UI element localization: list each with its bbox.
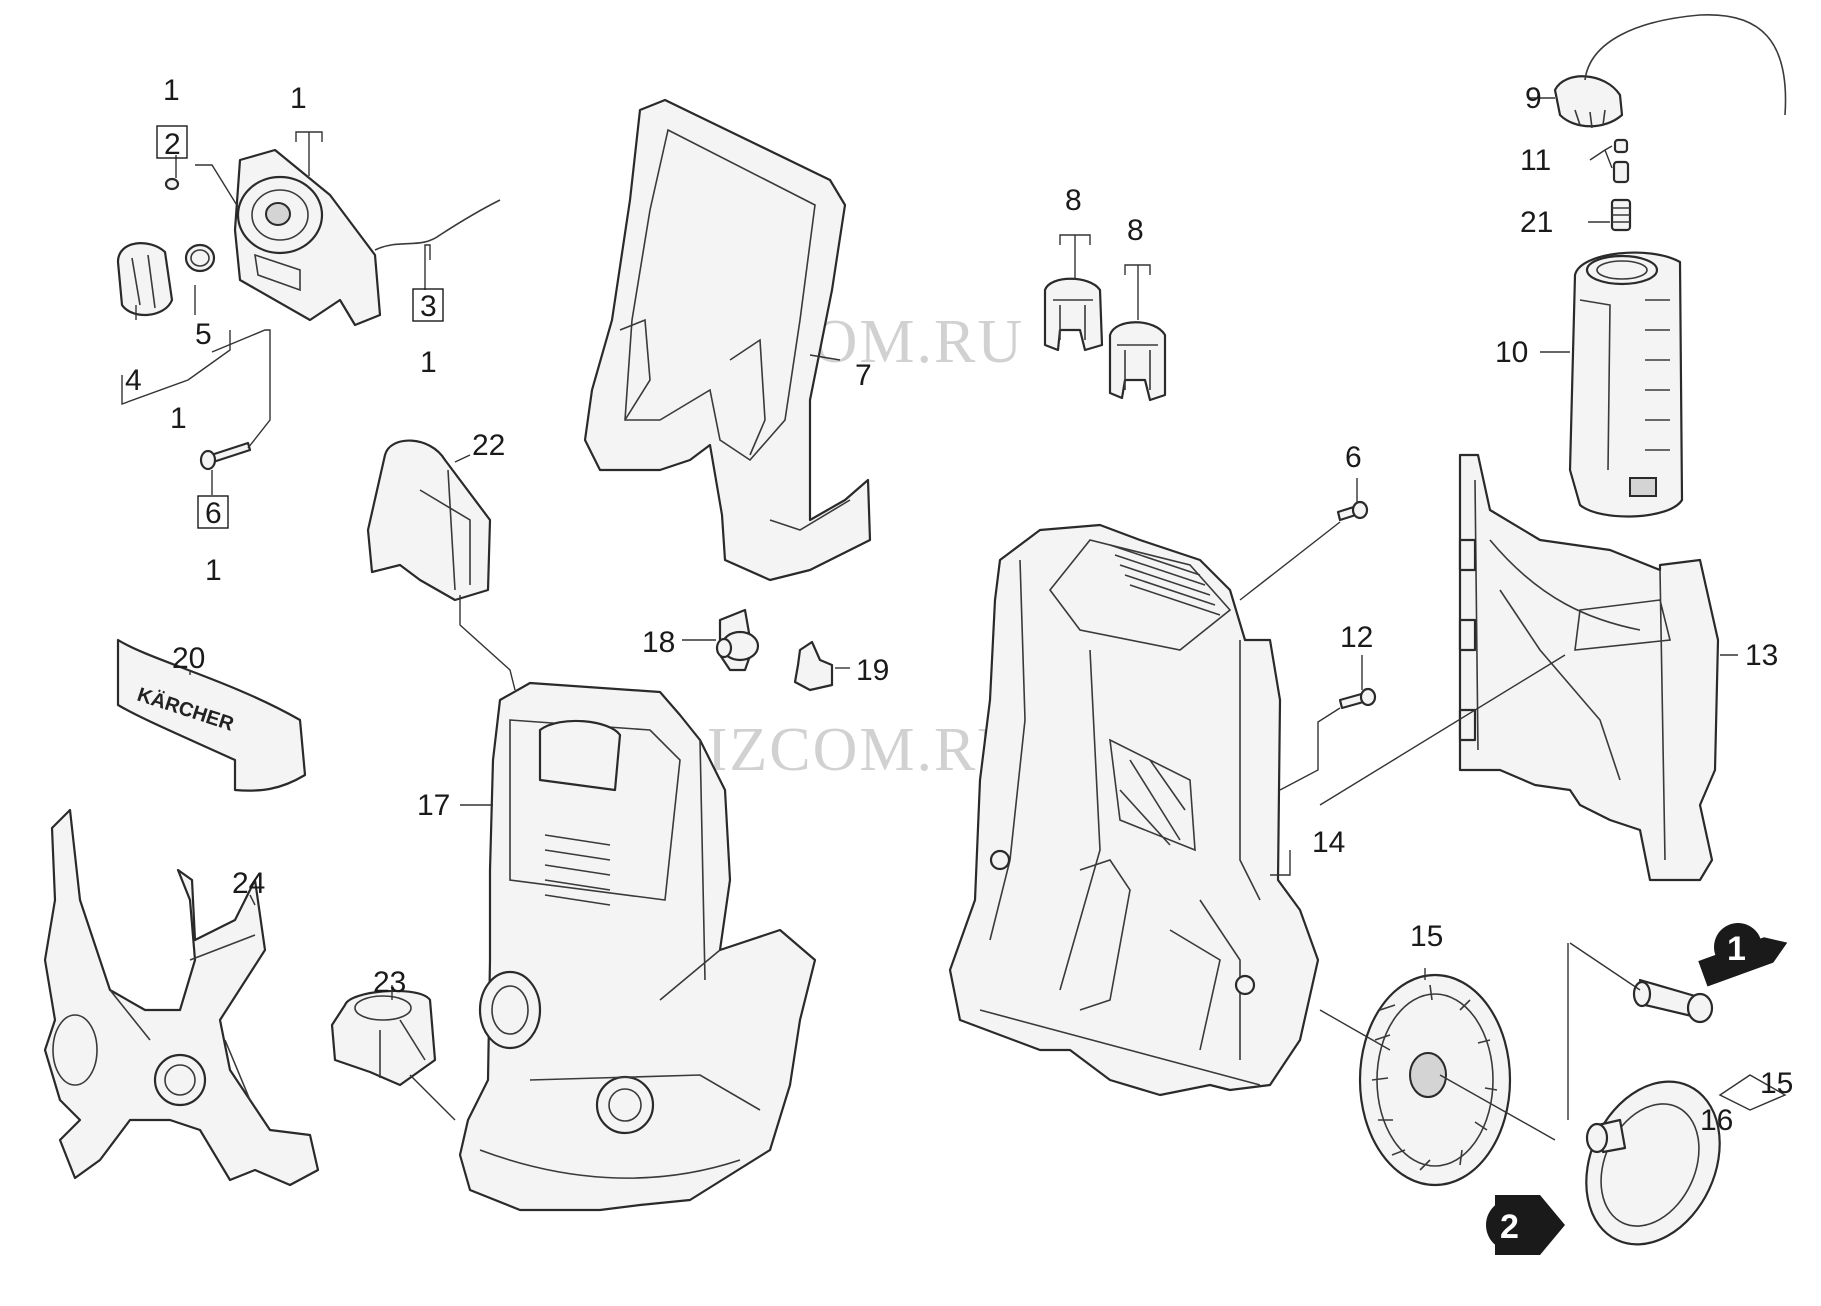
label-6: 6 bbox=[205, 497, 222, 530]
label-14: 14 bbox=[1312, 826, 1345, 859]
part-6-screw-right bbox=[1336, 500, 1369, 522]
part-16-hub-cap bbox=[1585, 1080, 1721, 1246]
label-3-box bbox=[412, 288, 444, 322]
part-9-cap-with-hose bbox=[1553, 14, 1787, 129]
label-10: 10 bbox=[1495, 336, 1528, 369]
label-1: 1 bbox=[420, 346, 437, 379]
part-4-knob bbox=[116, 242, 174, 317]
part-14-rear-chassis bbox=[948, 523, 1320, 1097]
part-22-cover bbox=[366, 439, 492, 602]
part-6-screw-left bbox=[199, 441, 252, 471]
label-12: 12 bbox=[1340, 621, 1373, 654]
part-1-hose-connector-housing bbox=[233, 148, 501, 327]
label-7: 7 bbox=[855, 359, 872, 392]
label-20: 20 bbox=[172, 642, 205, 675]
part-24-front-frame bbox=[43, 808, 320, 1187]
label-15: 15 bbox=[1760, 1067, 1793, 1100]
label-23: 23 bbox=[373, 966, 406, 999]
part-7-handle-frame bbox=[583, 98, 872, 582]
label-22: 22 bbox=[472, 429, 505, 462]
reference-marker-2: 2 bbox=[1486, 1195, 1565, 1255]
label-6: 6 bbox=[1345, 441, 1362, 474]
label-16: 16 bbox=[1700, 1104, 1733, 1137]
label-2-box bbox=[156, 125, 188, 159]
part-8-clip-left bbox=[1043, 277, 1104, 352]
part-15-wheel bbox=[1358, 973, 1512, 1187]
part-19-clip bbox=[793, 640, 834, 692]
part-12-screw bbox=[1338, 687, 1377, 710]
marker-2-number: 2 bbox=[1500, 1208, 1519, 1246]
label-6-box bbox=[197, 495, 229, 529]
label-3: 3 bbox=[420, 290, 437, 323]
label-13: 13 bbox=[1745, 639, 1778, 672]
part-13-side-cover bbox=[1458, 453, 1720, 882]
label-24: 24 bbox=[232, 867, 265, 900]
label-15: 15 bbox=[1410, 920, 1443, 953]
marker-1-number: 1 bbox=[1727, 930, 1746, 968]
label-5: 5 bbox=[195, 318, 212, 351]
label-8: 8 bbox=[1127, 214, 1144, 247]
part-18-elbow-fitting bbox=[715, 608, 760, 672]
label-1: 1 bbox=[290, 82, 307, 115]
part-17-main-housing bbox=[458, 681, 817, 1212]
part-23-clip bbox=[330, 989, 437, 1087]
label-4: 4 bbox=[125, 364, 142, 397]
label-1: 1 bbox=[205, 554, 222, 587]
part-20-brand-strip: KÄRCHER bbox=[116, 638, 307, 792]
part-21-filter bbox=[1610, 198, 1632, 232]
label-1: 1 bbox=[163, 74, 180, 107]
part-2-small-seal bbox=[164, 177, 180, 191]
label-1: 1 bbox=[170, 402, 187, 435]
label-21: 21 bbox=[1520, 206, 1553, 239]
part-11-nozzle-pieces bbox=[1612, 138, 1630, 184]
label-9: 9 bbox=[1525, 82, 1542, 115]
label-19: 19 bbox=[856, 654, 889, 687]
part-5-o-ring bbox=[184, 243, 216, 273]
label-11: 11 bbox=[1520, 144, 1551, 177]
part-8-clip-right bbox=[1108, 321, 1167, 402]
part-axle-pin bbox=[1632, 978, 1714, 1024]
label-17: 17 bbox=[417, 789, 450, 822]
label-8: 8 bbox=[1065, 184, 1082, 217]
part-10-detergent-tank bbox=[1568, 251, 1684, 518]
label-18: 18 bbox=[642, 626, 675, 659]
reference-marker-1: 1 bbox=[1698, 923, 1788, 987]
label-2: 2 bbox=[164, 128, 181, 161]
